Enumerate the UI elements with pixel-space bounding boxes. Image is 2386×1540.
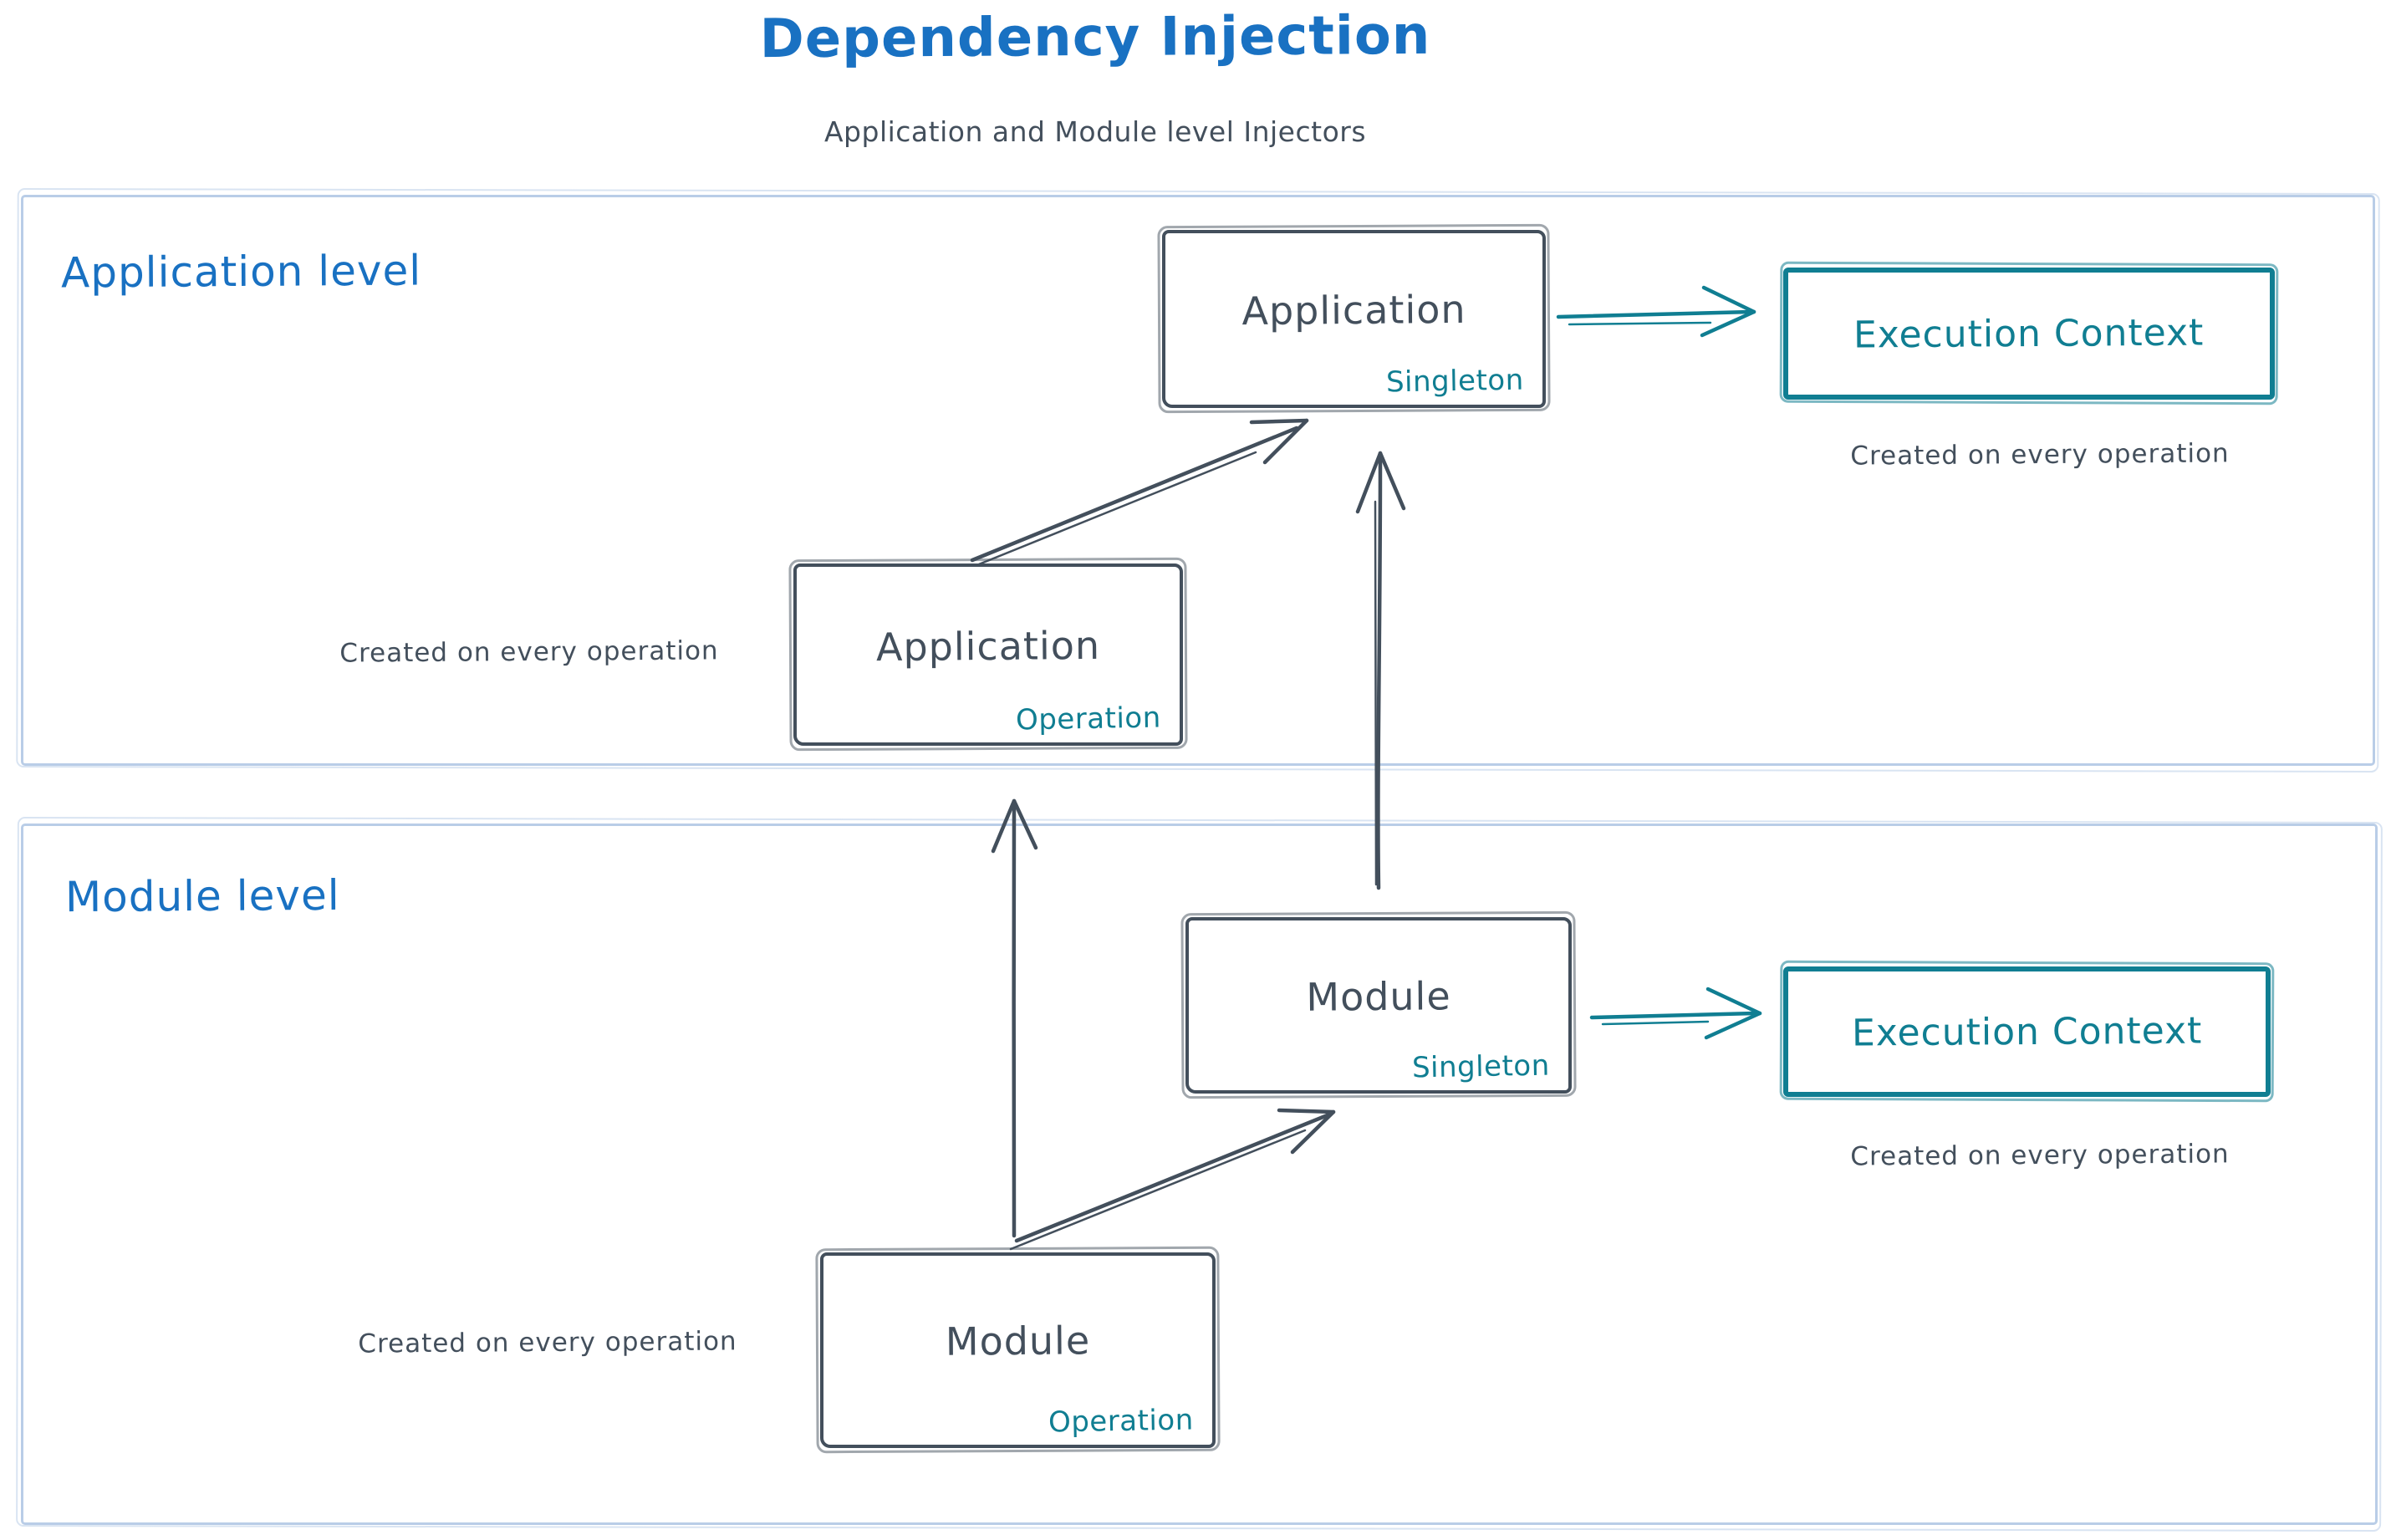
execution-context-app-title: Execution Context	[1853, 311, 2205, 356]
arrow-module-singleton-to-app-singleton	[1355, 451, 1406, 890]
app-singleton-tag: Singleton	[1385, 363, 1525, 400]
module-singleton-box: Module Singleton	[1185, 917, 1572, 1094]
caption-app-operation: Created on every operation	[339, 635, 719, 669]
arrow-module-operation-to-app-operation	[991, 798, 1038, 1238]
arrow-module-singleton-to-execution-context	[1589, 987, 1762, 1040]
execution-context-app-box: Execution Context	[1783, 268, 2275, 400]
arrow-module-operation-to-module-singleton	[1009, 1108, 1336, 1251]
module-operation-tag: Operation	[1048, 1403, 1195, 1440]
execution-context-module-box: Execution Context	[1783, 966, 2271, 1097]
diagram-subtitle: Application and Module level Injectors	[823, 115, 1367, 148]
caption-exec-context-app: Created on every operation	[1850, 438, 2230, 472]
app-operation-tag: Operation	[1015, 701, 1162, 737]
module-singleton-tag: Singleton	[1411, 1048, 1551, 1085]
app-singleton-title: Application	[1241, 287, 1466, 334]
caption-module-operation: Created on every operation	[358, 1326, 737, 1359]
caption-exec-context-module: Created on every operation	[1850, 1139, 2230, 1172]
execution-context-module-title: Execution Context	[1851, 1009, 2203, 1054]
app-operation-box: Application Operation	[793, 563, 1183, 746]
arrow-app-singleton-to-execution-context	[1556, 285, 1756, 338]
arrow-app-operation-to-app-singleton	[965, 418, 1309, 571]
module-singleton-title: Module	[1306, 973, 1451, 1021]
app-operation-title: Application	[875, 622, 1101, 670]
module-operation-title: Module	[945, 1317, 1091, 1364]
module-operation-box: Module Operation	[820, 1252, 1216, 1448]
application-level-section: Application level	[21, 195, 2375, 766]
module-level-section: Module level	[21, 824, 2378, 1525]
app-singleton-box: Application Singleton	[1162, 230, 1546, 408]
